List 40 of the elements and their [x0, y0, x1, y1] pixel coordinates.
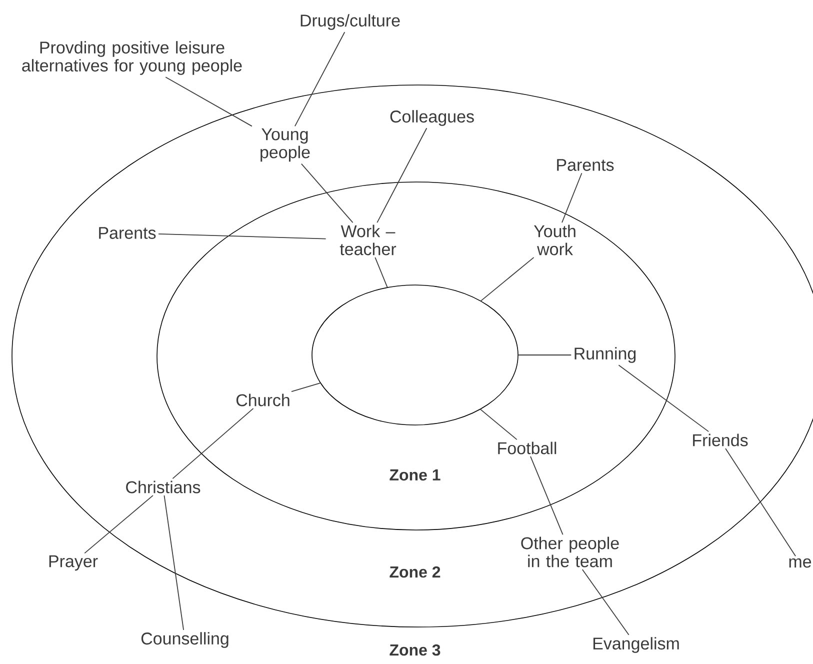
node-label: Other people in the team: [521, 536, 619, 568]
connector-line: [480, 409, 518, 440]
zone-label: Zone 2: [390, 566, 440, 578]
connector-line: [291, 382, 321, 392]
centre-ellipse: [312, 284, 518, 426]
node-label: me: [789, 558, 812, 568]
connector-line: [480, 257, 534, 302]
node-label: Drugs/culture: [300, 14, 400, 30]
node-label: Running: [574, 347, 636, 363]
node-label: Parents: [557, 159, 614, 171]
node-label: Church: [236, 394, 290, 406]
connector-line: [172, 408, 254, 480]
connector-line: [158, 233, 326, 240]
node-label: Football: [498, 442, 556, 454]
connector-line: [165, 76, 252, 127]
connector-line: [294, 32, 346, 127]
node-label: Youth work: [534, 224, 576, 256]
connector-line: [164, 495, 184, 630]
node-label: Evangelism: [593, 637, 679, 653]
zone-label: Zone 3: [390, 644, 440, 656]
node-label: Christians: [126, 480, 200, 494]
node-label: Prayer: [49, 555, 98, 571]
node-label: Young people: [260, 128, 310, 162]
node-label: Colleagues: [390, 110, 474, 126]
connector-line: [376, 128, 428, 223]
node-label: Friends: [693, 434, 748, 446]
node-label: Counselling: [141, 632, 228, 648]
connector-line: [618, 364, 710, 432]
connector-line: [84, 495, 154, 554]
connector-line: [518, 354, 572, 356]
connector-line: [725, 448, 796, 557]
connector-line: [530, 456, 564, 536]
connector-line: [300, 163, 354, 223]
node-label: Work – teacher: [340, 224, 396, 256]
node-label: Parents: [99, 227, 156, 239]
connector-line: [582, 569, 630, 636]
connector-line: [374, 257, 388, 288]
zone-label: Zone 1: [390, 469, 440, 481]
connector-line: [562, 172, 582, 223]
node-label: Provding positive leisure alternatives for young people: [22, 41, 242, 75]
